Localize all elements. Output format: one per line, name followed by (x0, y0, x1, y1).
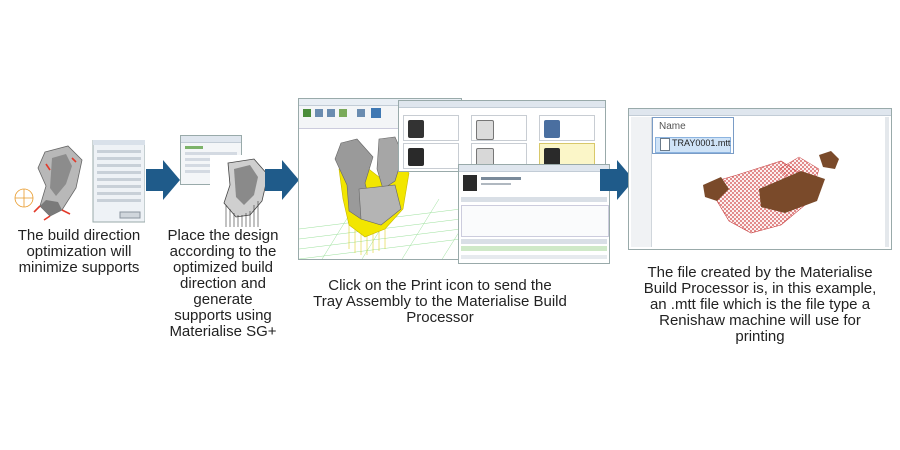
dialog-button (119, 211, 141, 219)
arrow-2 (265, 160, 299, 200)
sliced-layer-view (703, 151, 839, 234)
file-name[interactable]: TRAY0001.mtt (672, 138, 731, 148)
part-optimization-illustration (14, 139, 146, 223)
solid-slice-region (759, 171, 825, 213)
step1-caption: The build direction optimization will mi… (17, 227, 141, 276)
step2-caption: Place the design according to the optimi… (167, 227, 279, 340)
file-list-panel: Name TRAY0001.mtt (652, 117, 734, 154)
build-processor-window (458, 164, 610, 264)
solid-slice-corner (819, 151, 839, 169)
file-icon (660, 138, 670, 151)
step1-image (10, 139, 146, 230)
support-hatch (348, 225, 386, 255)
step3-caption: Click on the Print icon to send the Tray… (313, 277, 567, 326)
step4-caption: The file created by the Materialise Buil… (643, 264, 877, 345)
part-shape (37, 145, 83, 217)
dialog-fields (97, 150, 141, 202)
step3-image (298, 98, 610, 264)
part-right-arm (376, 136, 404, 190)
part-with-supports-illustration (210, 155, 280, 230)
part-base (358, 184, 402, 226)
dialog-titlebar (93, 140, 145, 145)
selected-file-row[interactable] (655, 137, 731, 153)
viewer-sidebar (631, 117, 652, 247)
viewer-scrollbar (885, 117, 889, 247)
red-supports (33, 157, 77, 221)
printer-selection-window (398, 100, 606, 172)
orientation-gizmo-icon (14, 188, 34, 208)
column-header-name[interactable]: Name (659, 121, 686, 132)
support-lines (225, 201, 259, 227)
arrow-3 (600, 160, 634, 200)
solid-slice-small (703, 177, 729, 201)
step2-image (180, 135, 285, 230)
arrow-1 (146, 160, 180, 200)
build-viewport (299, 136, 461, 259)
print-icon (371, 108, 381, 118)
